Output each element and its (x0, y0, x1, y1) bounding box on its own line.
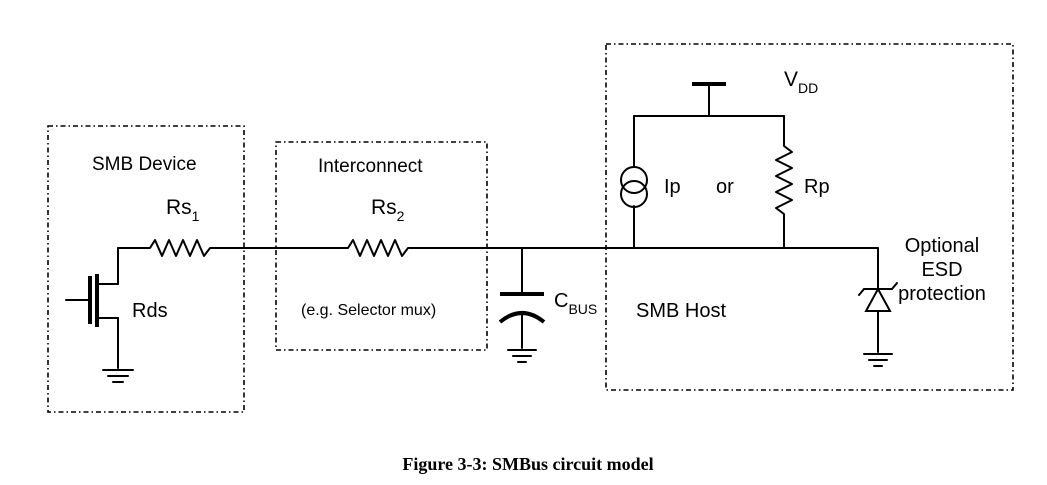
rds-label: Rds (132, 300, 168, 322)
rs2-sub: 2 (397, 208, 405, 224)
rs2-label: Rs2 (371, 196, 405, 224)
smb-host-title: SMB Host (636, 300, 726, 322)
rp-resistor (775, 115, 793, 249)
interconnect-box (275, 141, 488, 351)
ground-device-icon (102, 369, 134, 383)
smb-device-box (47, 125, 245, 413)
ip-label: Ip (664, 176, 681, 198)
interconnect-title: Interconnect (318, 156, 423, 177)
rs2-base: Rs (371, 196, 397, 219)
or-label: or (716, 176, 734, 198)
current-source-icon (620, 166, 648, 208)
cbus-label: CBUS (554, 290, 597, 317)
esd-label-line2: ESD (921, 259, 962, 281)
bus-wire (117, 239, 879, 257)
interconnect-note: (e.g. Selector mux) (301, 302, 436, 319)
smb-device-title: SMB Device (92, 154, 197, 175)
vdd-rail (633, 82, 785, 249)
ground-esd-icon (863, 353, 893, 367)
esd-zener-diode (858, 247, 898, 353)
rs1-sub: 1 (192, 208, 200, 224)
cbus-sub: BUS (568, 301, 597, 317)
vdd-base: V (784, 68, 798, 91)
esd-label-line3: protection (898, 283, 986, 305)
rs1-label: Rs1 (166, 196, 200, 224)
figure-caption: Figure 3-3: SMBus circuit model (402, 454, 653, 474)
vdd-sub: DD (798, 80, 818, 96)
ground-cap-icon (507, 349, 537, 363)
vdd-label: VDD (784, 68, 818, 96)
mosfet-transistor (65, 247, 119, 369)
bus-capacitor (498, 247, 546, 349)
smb-host-box (605, 43, 1014, 391)
rp-label: Rp (804, 176, 830, 198)
cbus-base: C (554, 290, 568, 312)
esd-label-line1: Optional (905, 235, 980, 257)
rs1-base: Rs (166, 196, 192, 219)
